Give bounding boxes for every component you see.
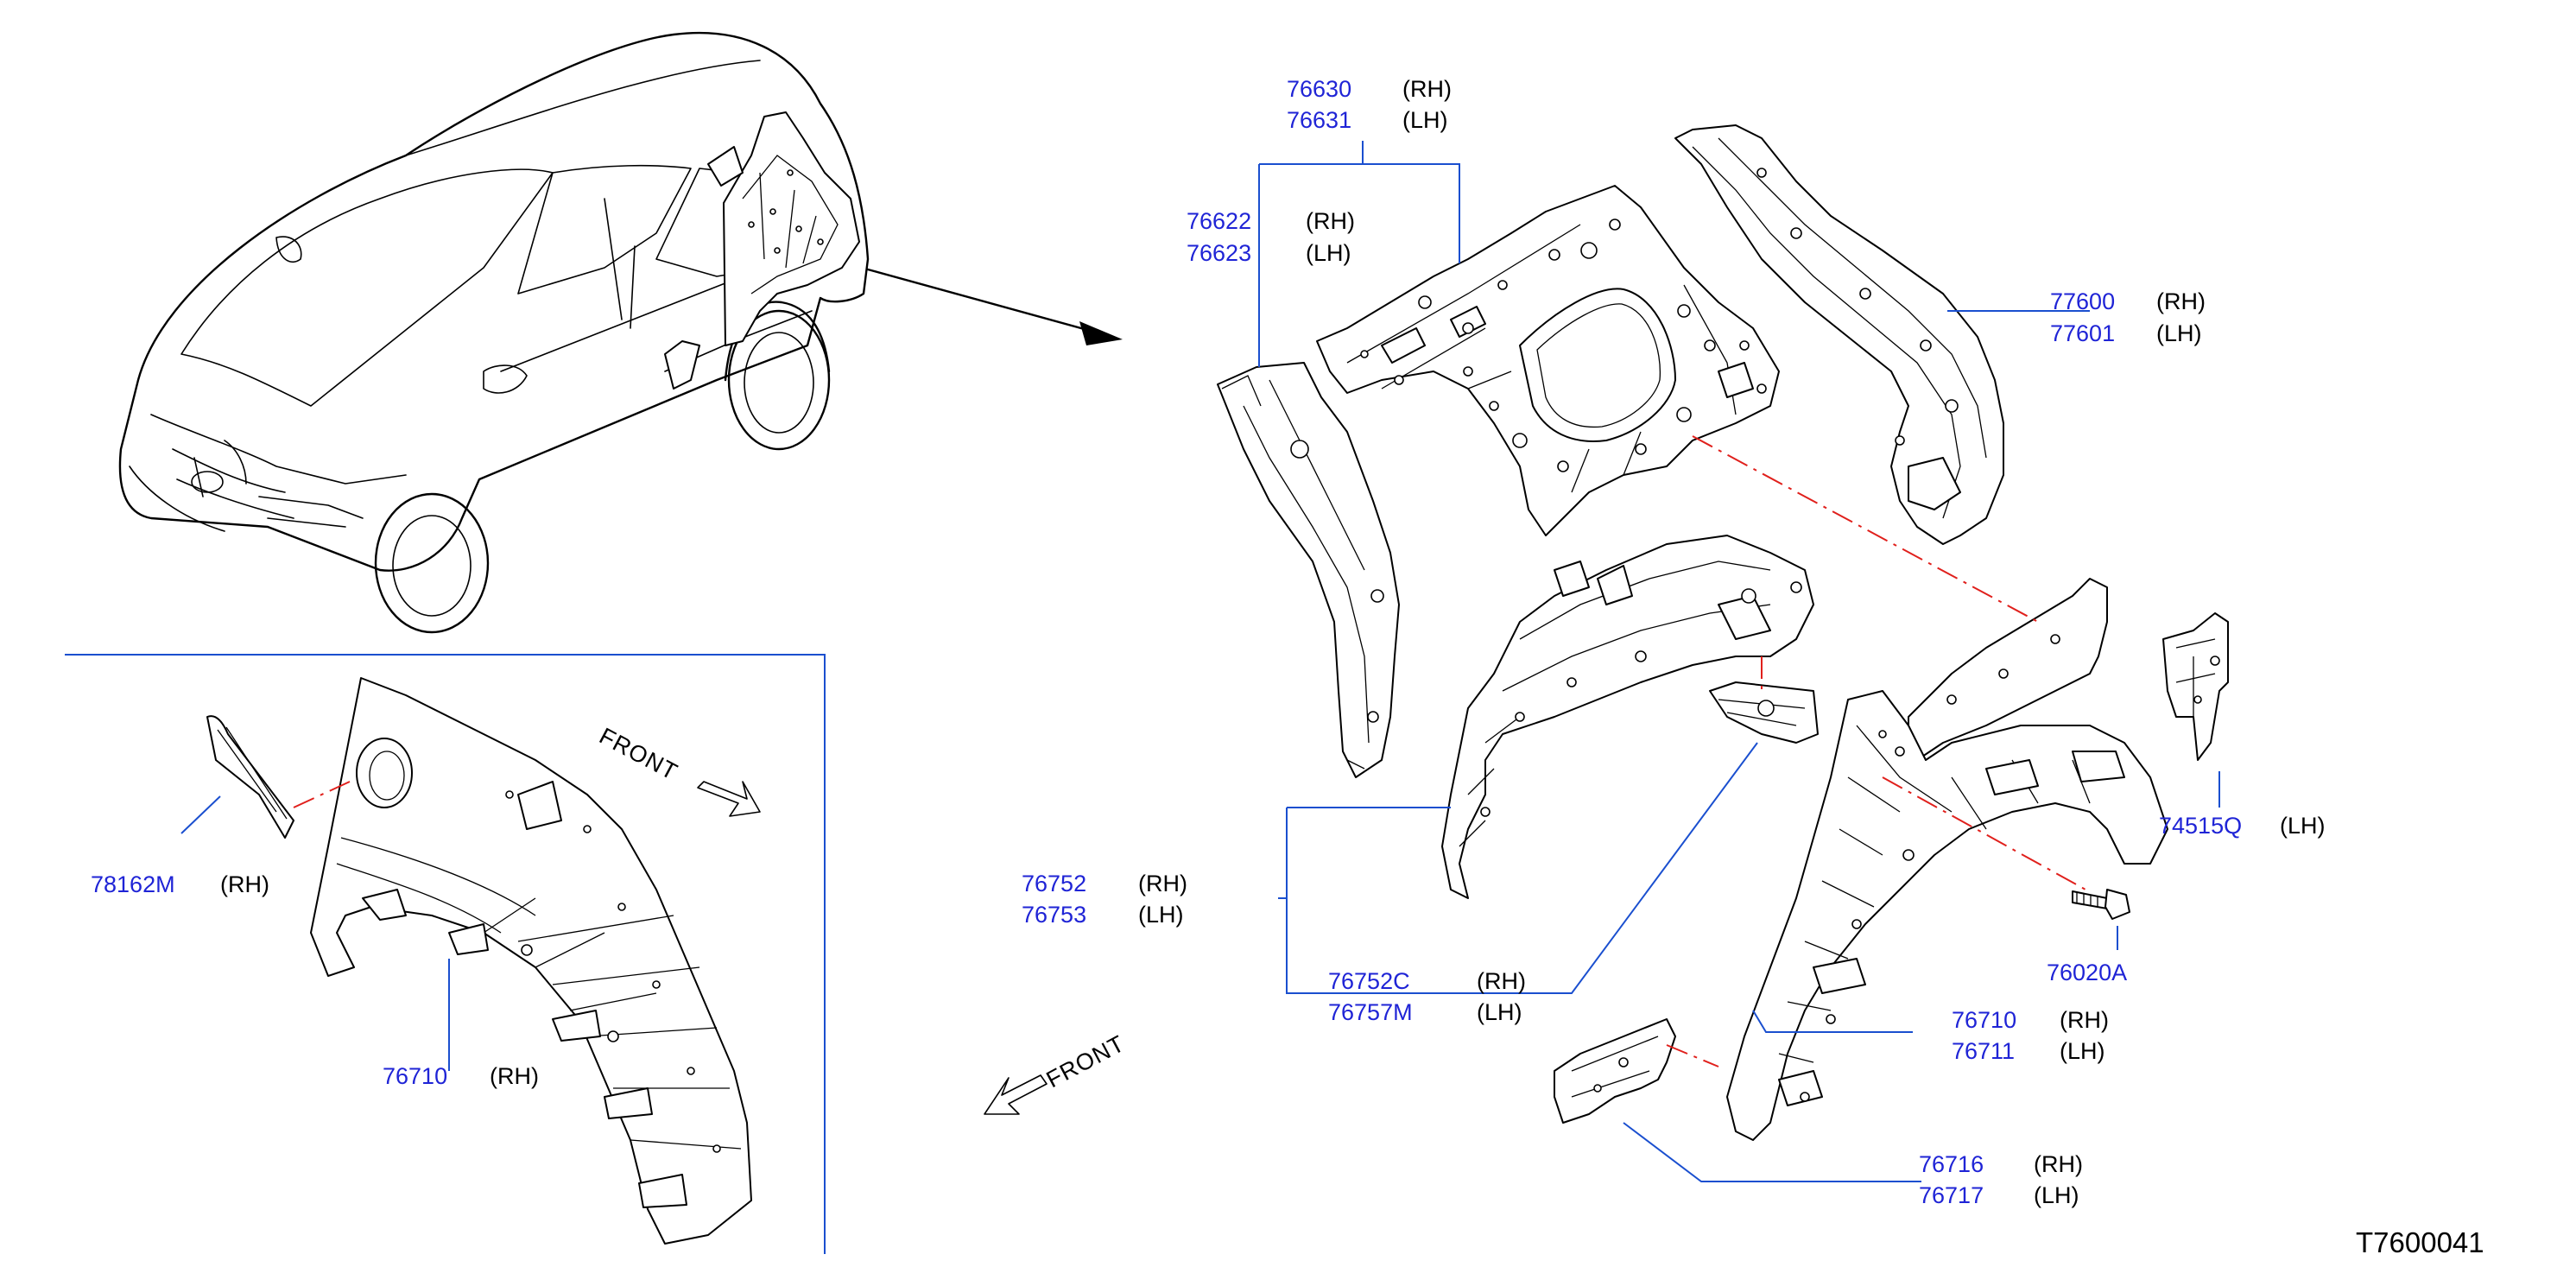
explode-arrowhead bbox=[1079, 321, 1123, 345]
callout-number: 76020A bbox=[2047, 960, 2127, 985]
callout-number: 76752C bbox=[1328, 968, 1410, 994]
part-76630 bbox=[1316, 185, 1780, 536]
part-76716 bbox=[1554, 1018, 1676, 1124]
callout-side: (LH) bbox=[1306, 240, 1351, 266]
front-arrow-icon bbox=[984, 1074, 1047, 1115]
callout-side: (RH) bbox=[2034, 1151, 2083, 1177]
callout-side: (LH) bbox=[2156, 320, 2202, 346]
callout-side: (RH) bbox=[1477, 968, 1526, 994]
callout-number: 77600 bbox=[2050, 288, 2115, 314]
callout-side: (RH) bbox=[1402, 76, 1452, 102]
callout-number: 76711 bbox=[1952, 1038, 2015, 1064]
callout-side: (RH) bbox=[220, 871, 269, 897]
callout-side: (RH) bbox=[1138, 871, 1187, 896]
callout-number: 74515Q bbox=[2159, 813, 2242, 839]
callout-number: 76710 bbox=[383, 1063, 447, 1089]
callout-number: 76757M bbox=[1328, 999, 1413, 1025]
leader-lines bbox=[180, 141, 2220, 1182]
part-76752 bbox=[1441, 535, 1814, 899]
front-indicator-main: FRONT bbox=[984, 1030, 1130, 1115]
center-line-panel bbox=[1692, 435, 2039, 623]
callout-number: 77601 bbox=[2050, 320, 2115, 346]
diagram-code: T7600041 bbox=[2356, 1226, 2484, 1258]
callout-side: (LH) bbox=[1402, 107, 1448, 133]
callout-side: (LH) bbox=[1477, 999, 1522, 1025]
callout-number: 76622 bbox=[1187, 208, 1251, 234]
callout-side: (LH) bbox=[2034, 1182, 2079, 1208]
callout-number: 76752 bbox=[1022, 871, 1086, 896]
callout-labels: 76630 (RH) 76631 (LH) 76622 (RH) 76623 (… bbox=[91, 76, 2326, 1208]
callout-number: 76630 bbox=[1287, 76, 1351, 102]
vehicle-illustration bbox=[118, 31, 870, 634]
center-line-shield bbox=[1666, 1044, 1719, 1067]
callout-number: 76631 bbox=[1287, 107, 1351, 133]
inset-frame bbox=[65, 654, 826, 1254]
part-76752C bbox=[1709, 681, 1819, 744]
front-label-inset: FRONT bbox=[595, 723, 682, 785]
callout-side: (RH) bbox=[1306, 208, 1355, 234]
front-arrow-icon bbox=[697, 781, 761, 817]
front-indicator-inset: FRONT bbox=[595, 723, 761, 817]
part-74515Q bbox=[2162, 612, 2229, 761]
part-76622 bbox=[1217, 362, 1400, 778]
part-77600 bbox=[1674, 124, 2004, 545]
callout-side: (RH) bbox=[2156, 288, 2206, 314]
callout-number: 76716 bbox=[1919, 1151, 1984, 1177]
front-label-main: FRONT bbox=[1042, 1030, 1130, 1093]
explode-arrow bbox=[866, 268, 1098, 334]
callout-side: (LH) bbox=[2280, 813, 2326, 839]
part-76710 bbox=[1726, 578, 2168, 1141]
part-76020A bbox=[2072, 889, 2130, 920]
callout-number: 76753 bbox=[1022, 902, 1086, 928]
callout-number: 76623 bbox=[1187, 240, 1251, 266]
callout-number: 76717 bbox=[1919, 1182, 1984, 1208]
callout-side: (RH) bbox=[2060, 1007, 2109, 1033]
callout-number: 78162M bbox=[91, 871, 175, 897]
callout-number: 76710 bbox=[1952, 1007, 2016, 1033]
center-line-78162M bbox=[293, 781, 351, 808]
callout-side: (LH) bbox=[2060, 1038, 2105, 1064]
inset-parts bbox=[206, 677, 752, 1245]
callout-side: (RH) bbox=[490, 1063, 539, 1089]
callout-side: (LH) bbox=[1138, 902, 1184, 928]
